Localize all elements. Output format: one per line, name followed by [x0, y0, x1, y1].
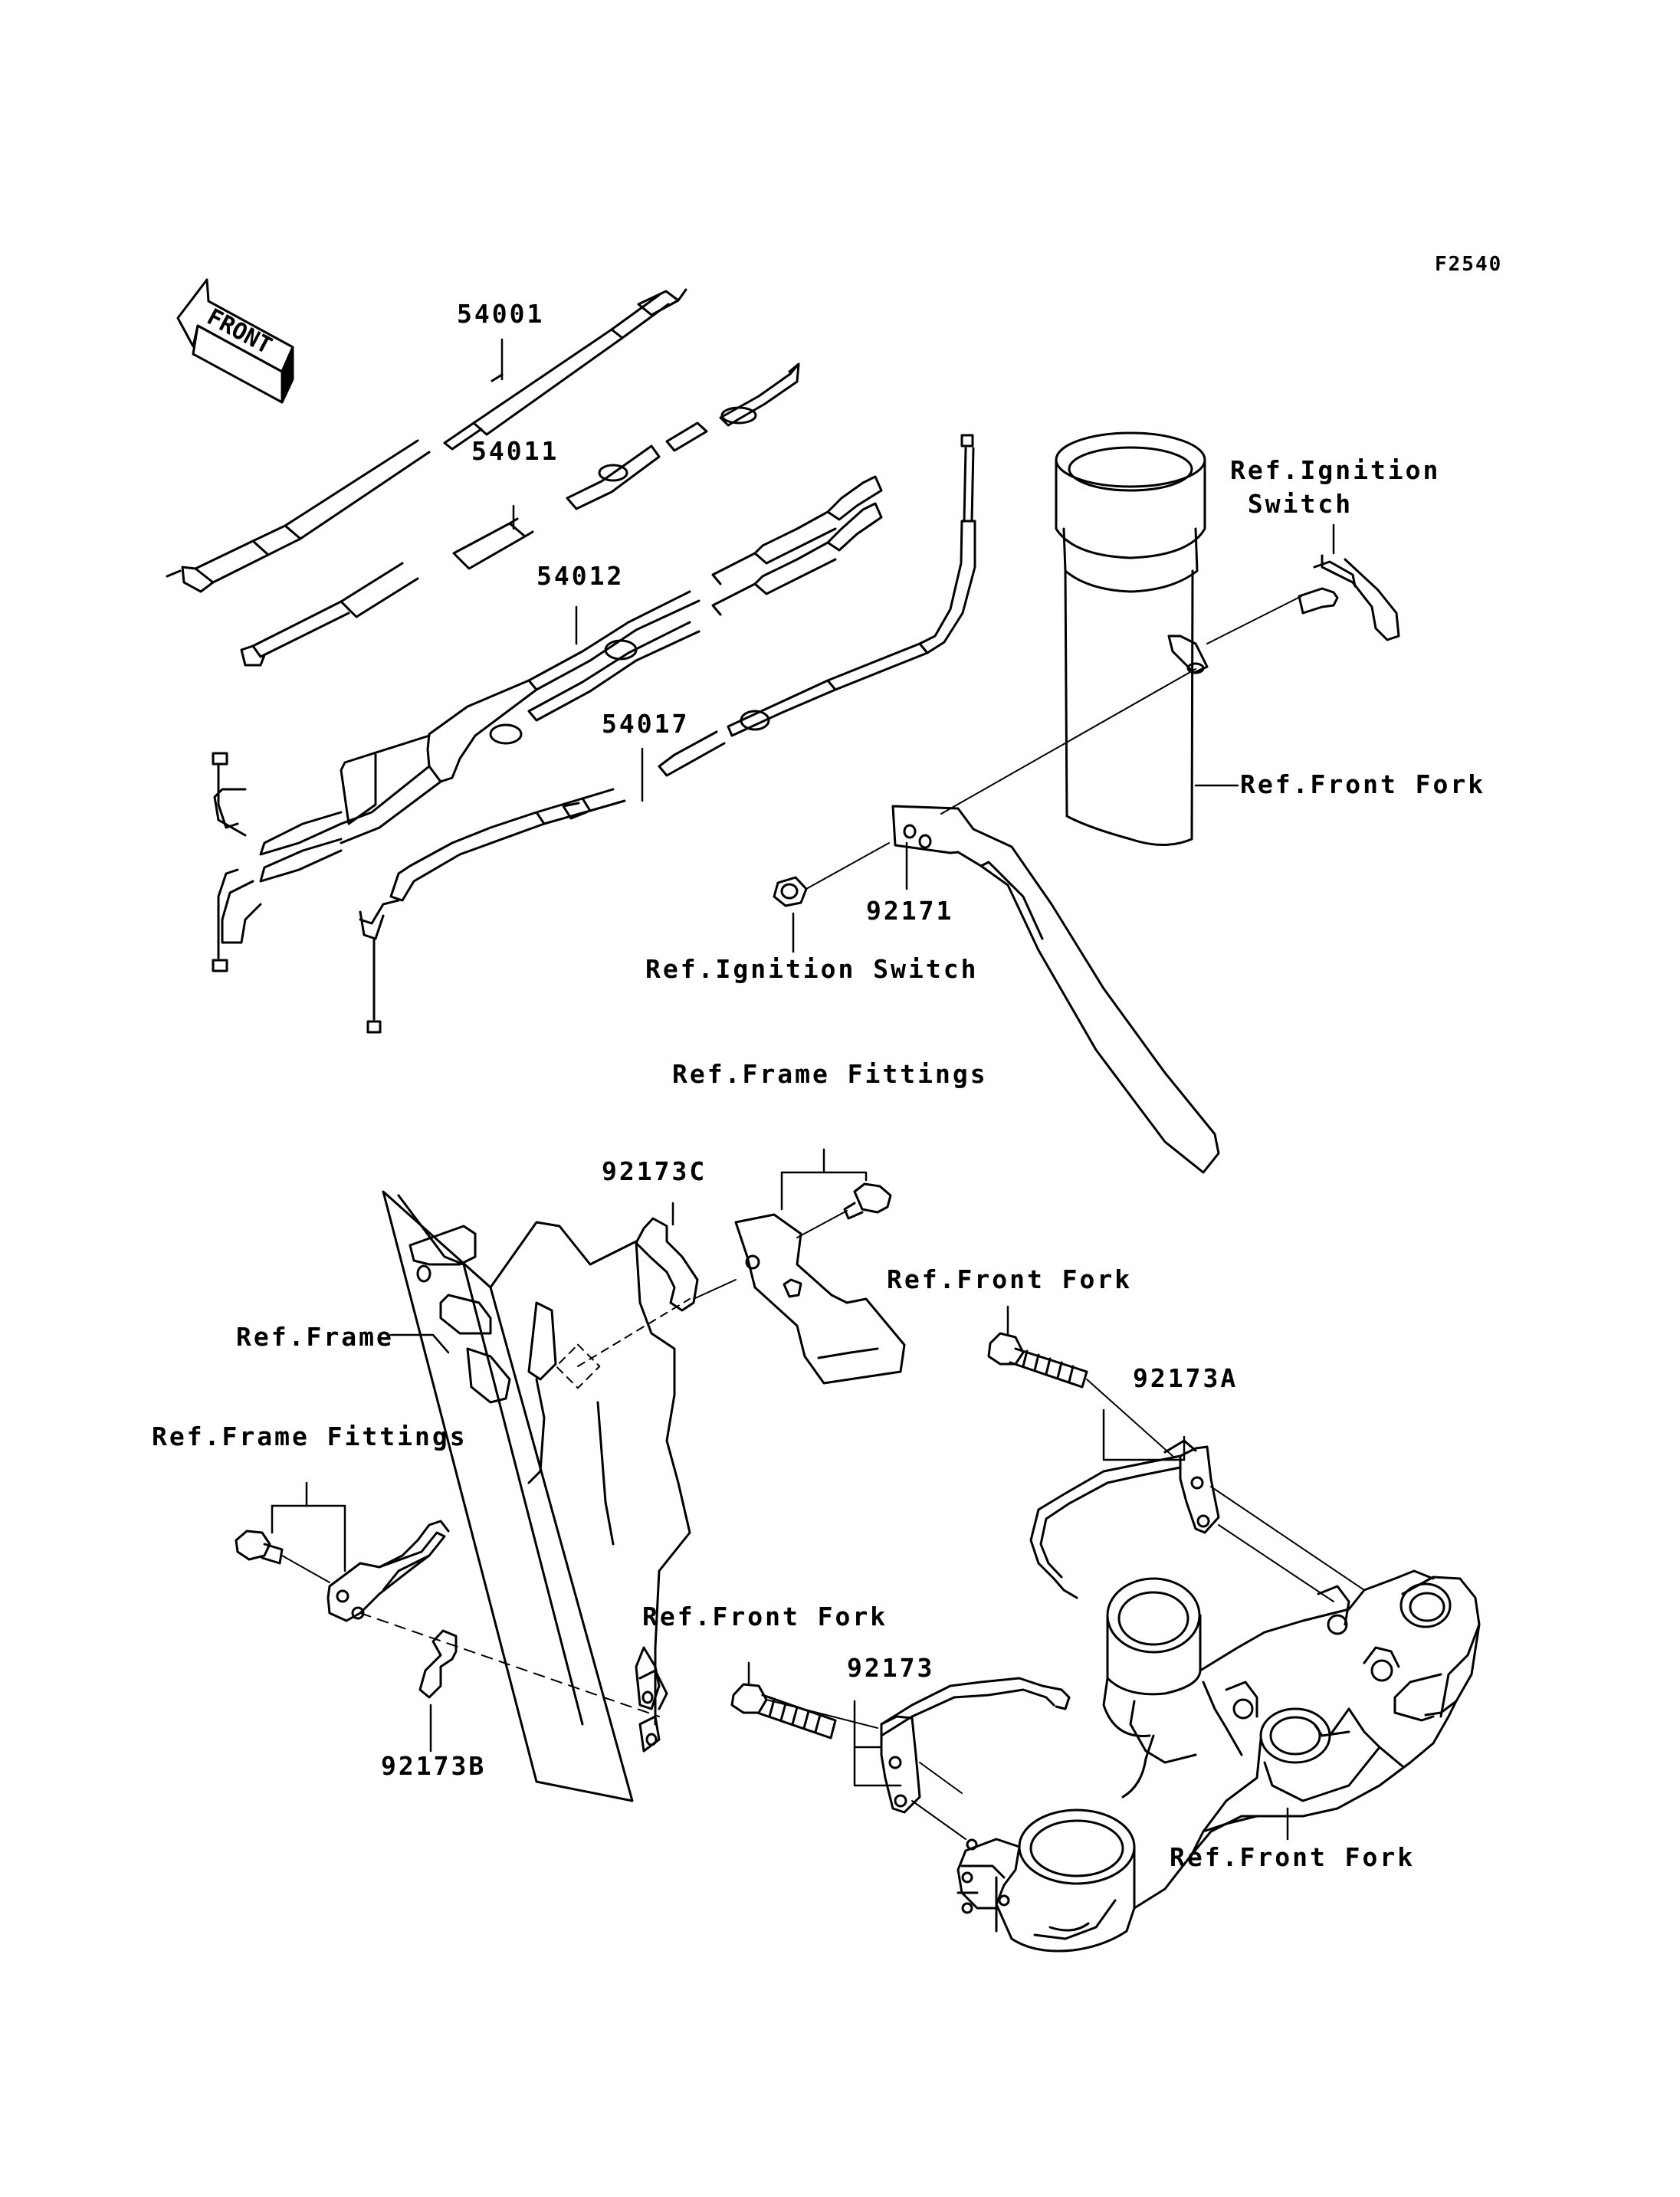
- bracket-92173: [880, 1677, 1071, 1814]
- front-fork-tube: [1055, 431, 1209, 846]
- label-leaders: [271, 338, 1335, 1841]
- leader-lines-lower: [359, 1612, 660, 1717]
- bracket-92173a: [1029, 1439, 1220, 1599]
- callout-92173a: 92173A: [1133, 1363, 1239, 1393]
- ref-frame-fittings-left: Ref.Frame Fittings: [152, 1421, 468, 1451]
- bolt-frame-fitting-top: [843, 1182, 892, 1220]
- leader-lines-lower-solid: [281, 1210, 1365, 1840]
- frame-fitting-bolt-left: [235, 1530, 284, 1565]
- ref-ignition-switch-nut: Ref.Ignition Switch: [645, 954, 979, 984]
- callout-92173: 92173: [847, 1653, 935, 1683]
- frame-fitting-bracket-left: [326, 1520, 450, 1622]
- ref-front-fork-clamp: Ref.Front Fork: [1170, 1842, 1416, 1872]
- callout-92173b: 92173B: [381, 1751, 487, 1781]
- ignition-bolt-top: [1298, 554, 1400, 641]
- bolt-92173a: [987, 1332, 1088, 1389]
- frame-dashed-marker: [555, 1298, 691, 1389]
- front-arrow-icon: FRONT: [176, 278, 294, 404]
- callout-92171: 92171: [866, 896, 954, 926]
- front-fork-lower-clamp: [956, 1569, 1481, 1953]
- throttle-cables-54012: [212, 475, 883, 972]
- ref-front-fork-bolt-right: Ref.Front Fork: [887, 1264, 1133, 1294]
- bolt-92173: [730, 1683, 837, 1740]
- frame-fitting-bracket-top: [734, 1213, 906, 1385]
- clip-92173b: [418, 1629, 458, 1699]
- clip-92173c: [635, 1217, 699, 1312]
- choke-cable-54017: [359, 434, 976, 1034]
- nut: [773, 876, 808, 907]
- figure-code: F2540: [1435, 253, 1503, 276]
- ref-front-fork-tube: Ref.Front Fork: [1240, 769, 1486, 799]
- ref-frame: Ref.Frame: [236, 1322, 394, 1352]
- ref-front-fork-bolt-lower: Ref.Front Fork: [642, 1602, 888, 1631]
- frame: [382, 1190, 691, 1802]
- speedometer-cable-54001: [166, 288, 687, 593]
- callout-92173c: 92173C: [602, 1156, 707, 1186]
- callout-54012: 54012: [536, 561, 625, 591]
- ref-ignition-switch-top: Ref.Ignition Switch: [1230, 455, 1441, 519]
- leader-lines-upper: [806, 595, 1302, 890]
- clutch-cable-54011: [240, 362, 800, 667]
- bracket-92171: [891, 805, 1220, 1174]
- callout-54011: 54011: [471, 436, 559, 466]
- callout-54017: 54017: [602, 709, 690, 739]
- ref-frame-fittings-top: Ref.Frame Fittings: [672, 1059, 988, 1089]
- callout-54001: 54001: [457, 299, 545, 329]
